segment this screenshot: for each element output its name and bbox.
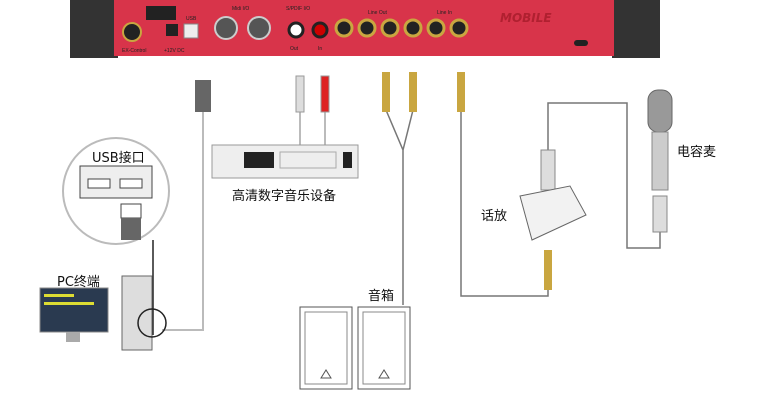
spdif-in-label: In — [318, 46, 322, 52]
speakers-label: 音箱 — [368, 288, 394, 304]
rca-plug-white — [295, 75, 305, 113]
spdif-in-port — [311, 21, 329, 39]
preamp — [519, 149, 587, 241]
hd-music-device-label: 高清数字音乐设备 — [232, 188, 336, 204]
brand-logo: MOBILE — [500, 11, 552, 25]
usb-port-label: USB接口 — [92, 150, 145, 166]
audio-interface: EX-Control +12V DC USB Midi I/O S/PDIF I… — [70, 0, 660, 58]
usb-label: USB — [186, 16, 197, 22]
line-out-label: Line Out — [368, 10, 388, 16]
hd-music-device — [211, 144, 359, 179]
lock-slot — [574, 40, 588, 46]
mic-cable — [547, 102, 661, 249]
preamp-output-plug — [544, 250, 552, 290]
pc-label: PC终端 — [57, 274, 100, 290]
line-out-plug-1 — [382, 72, 390, 112]
speaker-cable — [385, 109, 414, 305]
preamp-label: 话放 — [481, 209, 507, 224]
power-label: +12V DC — [164, 48, 185, 54]
speakers — [299, 306, 411, 390]
usb-port-callout — [62, 137, 170, 245]
line-in-label: Line In — [437, 10, 452, 16]
ex-control-jack — [122, 22, 142, 42]
spdif-out-port — [287, 21, 305, 39]
usb-b-port — [183, 23, 199, 39]
pc-terminal — [39, 275, 167, 351]
usb-cable — [162, 110, 204, 331]
midi-label: Midi I/O — [232, 6, 249, 12]
spdif-label: S/PDIF I/O — [286, 6, 310, 12]
ex-control-label: EX-Control — [122, 48, 146, 54]
rca-cables — [299, 110, 326, 148]
right-end-cap — [612, 0, 660, 58]
line-out-plug-2 — [409, 72, 417, 112]
line-jacks — [334, 18, 469, 38]
condenser-mic — [647, 89, 673, 233]
rca-plug-red — [320, 75, 330, 113]
line-in-plug — [457, 72, 465, 112]
spdif-out-label: Out — [290, 46, 299, 52]
midi-in-port — [247, 16, 271, 40]
left-end-cap — [70, 0, 118, 58]
power-jack — [166, 24, 178, 36]
power-switch — [146, 6, 176, 20]
line-in-cable — [460, 110, 549, 297]
midi-out-port — [214, 16, 238, 40]
condenser-mic-label: 电容麦 — [677, 144, 716, 160]
usb-plug — [195, 80, 211, 112]
